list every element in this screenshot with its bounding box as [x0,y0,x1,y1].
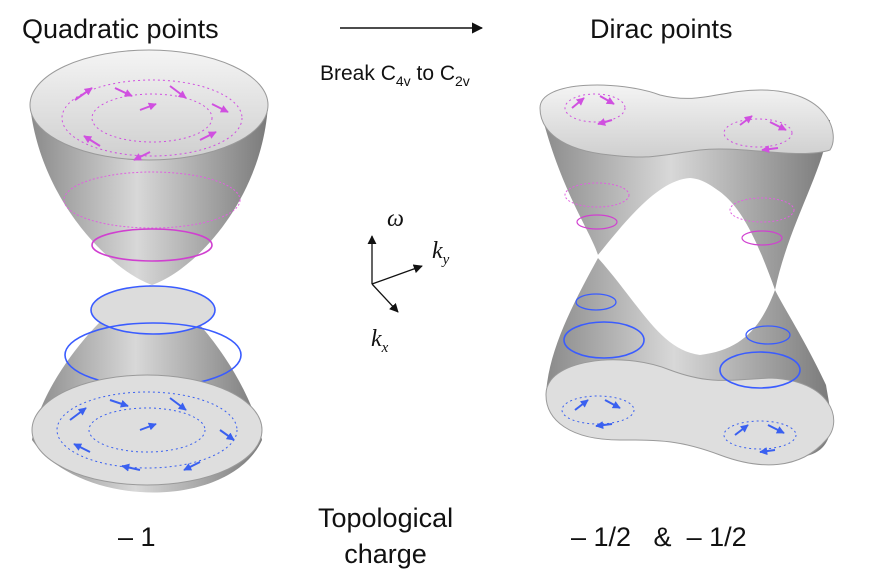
transition-mid: to C [410,62,456,85]
transition-sub-c4v: 4v [395,73,411,89]
topological-charge-label: Topological charge [318,500,453,572]
dirac-upper-surface [539,84,834,300]
axis-ky-label: ky [432,238,449,269]
quadratic-lower-arrows [69,397,235,472]
axis-omega-label: ω [387,206,404,232]
topological-line-1: Topological [318,503,454,533]
dirac-upper-arrows [571,95,787,154]
transition-sub-c2v: 2v [455,73,470,89]
dirac-points-title: Dirac points [590,14,733,44]
axis-kx-base: k [371,326,382,352]
quadratic-lower-cone [31,285,263,493]
quadratic-upper-cone [29,49,269,285]
quadratic-points-title: Quadratic points [22,14,219,44]
axis-ky-base: k [432,238,443,264]
axis-kx-sub: x [381,339,389,356]
axis-ky-sub: y [442,251,450,268]
quadratic-upper-arrows [74,85,229,161]
symmetry-breaking-label: Break C4v to C2v [320,62,470,89]
transition-prefix: Break C [320,62,396,85]
topological-line-2: charge [344,539,427,569]
k-space-axes [367,235,423,313]
dirac-lower-arrows [574,399,785,456]
axis-kx-label: kx [371,326,388,357]
charge-right-value: – 1/2 & – 1/2 [571,522,747,552]
charge-left-value: – 1 [118,522,156,552]
